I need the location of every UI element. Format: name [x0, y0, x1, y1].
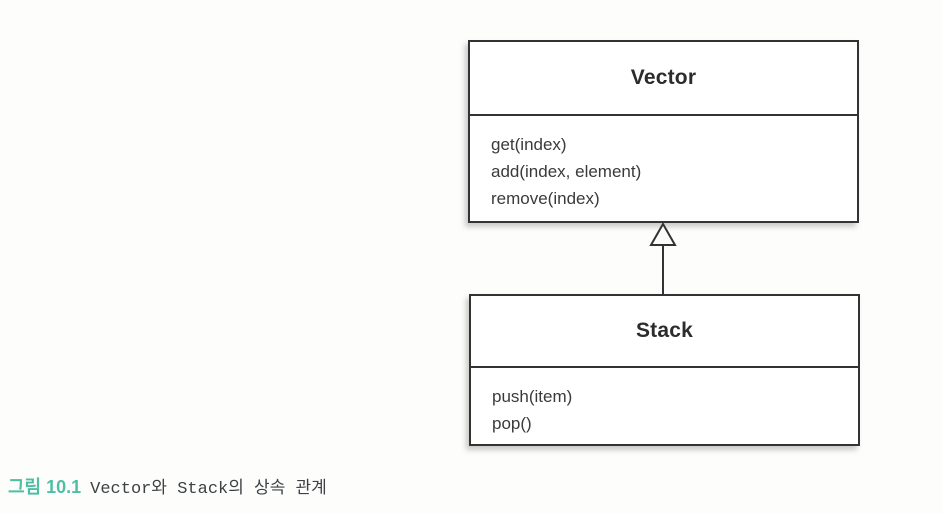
- class-title-vector: Vector: [470, 42, 857, 116]
- class-methods-vector: get(index) add(index, element) remove(in…: [470, 116, 857, 212]
- inheritance-arrow: [649, 222, 677, 296]
- figure-title: Vector와 Stack의 상속 관계: [90, 480, 327, 499]
- hollow-triangle-arrowhead: [649, 222, 677, 246]
- method-label: get(index): [491, 135, 567, 154]
- class-methods-stack: push(item) pop(): [471, 368, 858, 437]
- method-label: remove(index): [491, 189, 600, 208]
- class-box-stack: Stack push(item) pop(): [469, 294, 860, 446]
- figure-number: 그림 10.1: [8, 477, 82, 497]
- method-label: add(index, element): [491, 162, 642, 181]
- method-label: push(item): [492, 387, 573, 406]
- class-box-vector: Vector get(index) add(index, element) re…: [468, 40, 859, 223]
- method-label: pop(): [492, 414, 532, 433]
- figure-caption: 그림 10.1 Vector와 Stack의 상속 관계: [8, 473, 327, 499]
- class-title-stack: Stack: [471, 296, 858, 368]
